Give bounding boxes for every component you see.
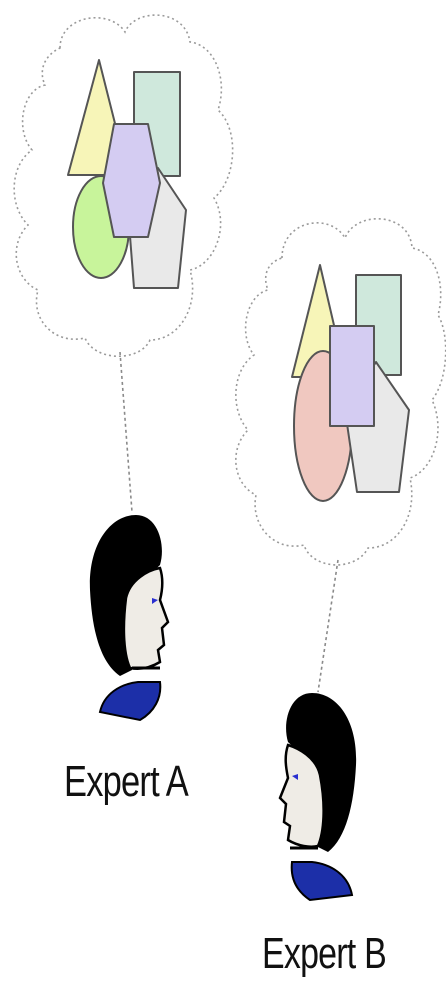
expert-a-person-icon — [89, 515, 170, 722]
expert-a-label: Expert A — [64, 757, 189, 806]
expert-a-eye — [152, 598, 158, 604]
expert-a-shirt — [98, 681, 162, 722]
expert-a-hexagon-shape — [102, 123, 161, 238]
expert-b-label: Expert B — [262, 929, 386, 978]
expert-b-eye — [292, 774, 298, 780]
expert-b-face — [278, 743, 325, 848]
expert-a-face — [122, 566, 170, 670]
expert-b-middle-rectangle-shape — [329, 325, 375, 427]
expert-b-hair — [286, 693, 357, 852]
expert-a-connector-line — [119, 351, 133, 513]
expert-b-shirt — [290, 861, 354, 902]
expert-b-person-icon — [278, 693, 357, 902]
expert-b-group: Expert B — [235, 217, 446, 978]
expert-b-connector-line — [317, 559, 339, 693]
expert-a-group: Expert A — [13, 14, 234, 806]
